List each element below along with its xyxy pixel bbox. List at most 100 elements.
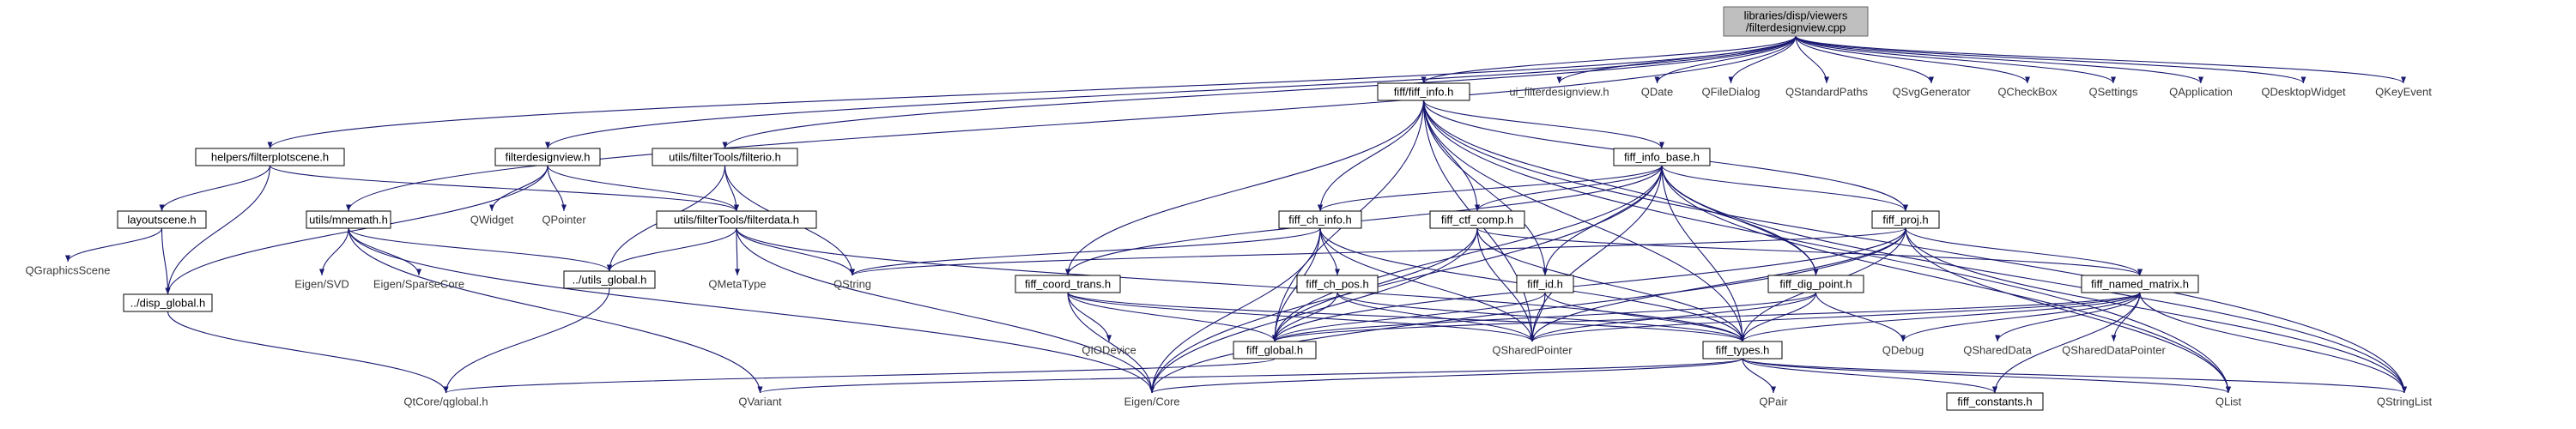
node-layoutscene-h[interactable]: layoutscene.h bbox=[117, 210, 207, 229]
node-disp-global-h[interactable]: ../disp_global.h bbox=[123, 293, 213, 312]
node-qtcore-qglobal: QtCore/qglobal.h bbox=[403, 396, 488, 408]
include-edge-fiff_ch_pos_h-to-fiff_global_h bbox=[1271, 292, 1338, 342]
include-edge-root-to-qstandardpaths bbox=[1795, 35, 1830, 84]
include-edge-fiff_info_h-to-fiff_coord_trans_h bbox=[1064, 100, 1425, 276]
node-filterio-h[interactable]: utils/filterTools/filterio.h bbox=[652, 148, 798, 166]
node-label: QFileDialog bbox=[1702, 86, 1761, 99]
include-edge-root-to-qdesktopwidget bbox=[1795, 35, 2306, 84]
node-label: QMetaType bbox=[708, 278, 766, 291]
node-label: QDebug bbox=[1882, 344, 1924, 357]
include-edge-filterdata_h-to-qmetatype bbox=[734, 227, 741, 276]
node-label: QPointer bbox=[542, 214, 586, 227]
node-fiff-ch-pos-h[interactable]: fiff_ch_pos.h bbox=[1296, 275, 1379, 293]
include-edge-fiff_proj_h-to-qstring bbox=[850, 227, 1906, 276]
include-edge-mnemath_h-to-eigen_svd bbox=[318, 227, 349, 276]
node-fiff-info-h[interactable]: fiff/fiff_info.h bbox=[1377, 82, 1470, 101]
node-mnemath-h[interactable]: utils/mnemath.h bbox=[306, 210, 391, 229]
node-fiff-global-h[interactable]: fiff_global.h bbox=[1233, 341, 1317, 360]
node-label: QSharedDataPointer bbox=[2062, 344, 2166, 357]
node-box bbox=[494, 148, 601, 166]
node-label: fiff_coord_trans.h bbox=[1025, 278, 1111, 291]
node-label: QGraphicsScene bbox=[26, 264, 111, 277]
include-edge-fiff_proj_h-to-eigen_core bbox=[1149, 227, 1906, 394]
node-label: ui_filterdesignview.h bbox=[1509, 86, 1609, 99]
include-edge-fiff_info_base_h-to-fiff_proj_h bbox=[1661, 165, 1908, 212]
node-label: QSharedPointer bbox=[1492, 344, 1573, 357]
include-edge-filterplotscene_h-to-disp_global_h bbox=[165, 165, 271, 295]
include-edge-mnemath_h-to-utils_global_h bbox=[348, 227, 612, 272]
include-edge-fiff_named_matrix_h-to-qdebug bbox=[1900, 292, 2141, 342]
node-fiff-named-matrix-h[interactable]: fiff_named_matrix.h bbox=[2081, 275, 2199, 293]
node-qfiledialog: QFileDialog bbox=[1702, 86, 1761, 99]
node-label: Eigen/SparseCore bbox=[373, 278, 464, 291]
node-label: QStringList bbox=[2377, 396, 2433, 408]
include-edge-fiff_types_h-to-qpair bbox=[1742, 358, 1777, 394]
include-edge-mnemath_h-to-eigen_core bbox=[348, 227, 1155, 394]
node-label: QDesktopWidget bbox=[2261, 86, 2346, 99]
include-edge-fiff_types_h-to-qlist bbox=[1742, 358, 2231, 394]
include-edge-fiff_info_base_h-to-fiff_ch_info_h bbox=[1318, 165, 1663, 212]
include-edge-fiff_named_matrix_h-to-qshareddata bbox=[1994, 292, 2141, 342]
node-label: fiff/fiff_info.h bbox=[1394, 86, 1454, 99]
node-box bbox=[1767, 275, 1864, 293]
edges-layer bbox=[64, 35, 2408, 394]
node-label: helpers/filterplotscene.h bbox=[211, 151, 329, 164]
node-box bbox=[1702, 341, 1783, 360]
node-fiff-ch-info-h[interactable]: fiff_ch_info.h bbox=[1278, 210, 1362, 229]
include-edge-fiff_info_base_h-to-fiff_coord_trans_h bbox=[1065, 165, 1663, 276]
include-edge-filterdata_h-to-fiff_types_h bbox=[736, 227, 1745, 342]
node-qcheckbox: QCheckBox bbox=[1997, 86, 2058, 99]
node-filterdata-h[interactable]: utils/filterTools/filterdata.h bbox=[656, 210, 817, 229]
include-edge-fiff_info_base_h-to-qsharedpointer bbox=[1529, 165, 1663, 342]
node-label: QVariant bbox=[738, 396, 782, 408]
node-label: libraries/disp/viewers bbox=[1744, 9, 1848, 22]
node-box bbox=[117, 210, 207, 229]
node-qsettings: QSettings bbox=[2088, 86, 2138, 99]
include-edge-root-to-mnemath_h bbox=[346, 35, 1797, 212]
node-fiff-dig-point-h[interactable]: fiff_dig_point.h bbox=[1767, 275, 1864, 293]
node-filterdesignview-h[interactable]: filterdesignview.h bbox=[494, 148, 601, 166]
node-fiff-types-h[interactable]: fiff_types.h bbox=[1702, 341, 1783, 360]
node-fiff-id-h[interactable]: fiff_id.h bbox=[1516, 275, 1574, 293]
node-qstring: QString bbox=[833, 278, 871, 291]
include-edge-fiff_global_h-to-qtcore_qglobal bbox=[443, 358, 1276, 394]
node-label: QWidget bbox=[470, 214, 514, 227]
include-edge-fiff_types_h-to-eigen_core bbox=[1149, 358, 1743, 394]
node-fiff-coord-trans-h[interactable]: fiff_coord_trans.h bbox=[1015, 275, 1121, 293]
node-box bbox=[652, 148, 798, 166]
node-label: fiff_dig_point.h bbox=[1779, 278, 1852, 291]
include-edge-fiff_info_base_h-to-fiff_global_h bbox=[1271, 165, 1663, 342]
node-label: QSharedData bbox=[1963, 344, 2032, 357]
node-qdate: QDate bbox=[1641, 86, 1674, 99]
include-edge-filterplotscene_h-to-layoutscene_h bbox=[159, 165, 271, 212]
node-label: fiff_named_matrix.h bbox=[2091, 278, 2189, 291]
node-label: QKeyEvent bbox=[2375, 86, 2432, 99]
node-box bbox=[1871, 210, 1940, 229]
include-edge-filterdesignview_h-to-qpointer bbox=[547, 165, 567, 212]
include-edge-filterdata_h-to-qstring bbox=[736, 227, 856, 276]
node-utils-global-h[interactable]: ../utils_global.h bbox=[563, 270, 656, 289]
node-fiff-info-base-h[interactable]: fiff_info_base.h bbox=[1613, 148, 1711, 166]
include-edge-fiff_named_matrix_h-to-fiff_global_h bbox=[1272, 292, 2141, 342]
node-fiff-ctf-comp-h[interactable]: fiff_ctf_comp.h bbox=[1429, 210, 1525, 229]
include-edge-fiff_named_matrix_h-to-qsharedpointer bbox=[1530, 292, 2141, 342]
node-filterplotscene-h[interactable]: helpers/filterplotscene.h bbox=[195, 148, 345, 166]
node-qkeyevent: QKeyEvent bbox=[2375, 86, 2432, 99]
node-ui-filterdesignview-h: ui_filterdesignview.h bbox=[1509, 86, 1609, 99]
node-box bbox=[1278, 210, 1362, 229]
node-label: QStandardPaths bbox=[1785, 86, 1869, 99]
node-label: fiff_ch_pos.h bbox=[1306, 278, 1368, 291]
node-qstringlist: QStringList bbox=[2377, 396, 2433, 408]
node-label: QString bbox=[833, 278, 871, 291]
include-edge-fiff_ctf_comp_h-to-fiff_named_matrix_h bbox=[1476, 227, 2143, 276]
include-edge-filterdesignview_h-to-qwidget bbox=[488, 165, 549, 212]
node-fiff-constants-h[interactable]: fiff_constants.h bbox=[1946, 392, 2044, 411]
node-qiodevice: QIODevice bbox=[1082, 344, 1136, 357]
node-root[interactable]: libraries/disp/viewers/filterdesignview.… bbox=[1723, 6, 1869, 37]
node-fiff-proj-h[interactable]: fiff_proj.h bbox=[1871, 210, 1940, 229]
node-qpointer: QPointer bbox=[542, 214, 586, 227]
node-label: QtCore/qglobal.h bbox=[403, 396, 488, 408]
include-edge-fiff_named_matrix_h-to-qshareddatapointer bbox=[2111, 292, 2141, 342]
node-box bbox=[306, 210, 391, 229]
node-qdebug: QDebug bbox=[1882, 344, 1924, 357]
